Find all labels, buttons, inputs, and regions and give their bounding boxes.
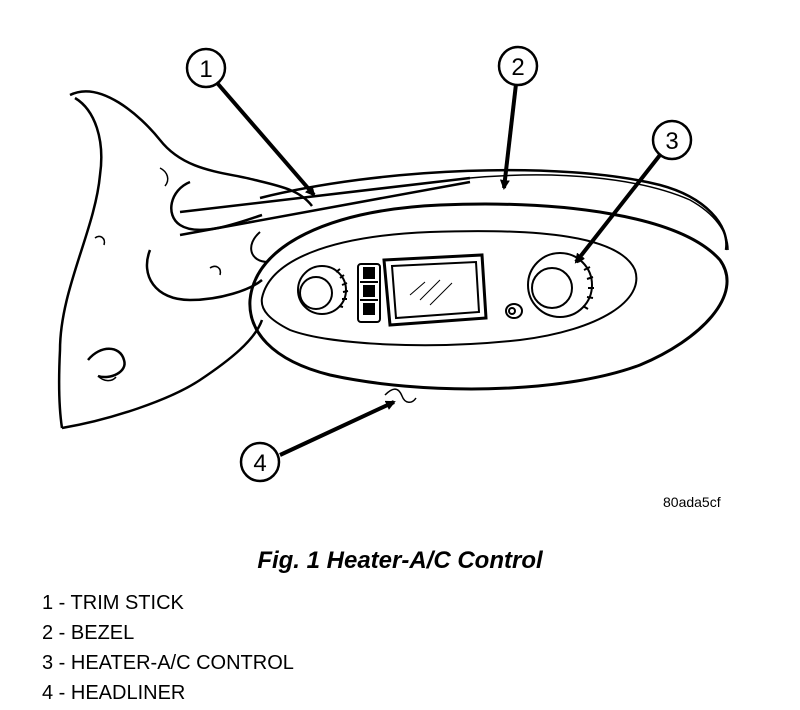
callout-4: 4 bbox=[241, 402, 394, 481]
push-buttons bbox=[358, 264, 380, 322]
legend-item: 2 - BEZEL bbox=[42, 618, 294, 648]
callout-2: 2 bbox=[499, 47, 537, 188]
left-control-knob bbox=[298, 266, 348, 314]
display-window bbox=[384, 255, 486, 325]
callout-3: 3 bbox=[576, 121, 691, 262]
hand bbox=[59, 91, 312, 428]
heater-ac-control-illustration: 1 2 3 4 bbox=[0, 0, 800, 520]
legend-item: 1 - TRIM STICK bbox=[42, 588, 294, 618]
callout-number: 1 bbox=[199, 56, 212, 83]
callout-1: 1 bbox=[187, 49, 314, 195]
image-reference-code: 80ada5cf bbox=[663, 494, 721, 510]
legend-item: 3 - HEATER-A/C CONTROL bbox=[42, 648, 294, 678]
callout-number: 4 bbox=[253, 450, 266, 477]
callout-number: 2 bbox=[511, 54, 524, 81]
figure-caption: Fig. 1 Heater-A/C Control bbox=[0, 547, 800, 575]
legend-item: 4 - HEADLINER bbox=[42, 678, 294, 708]
legend-list: 1 - TRIM STICK 2 - BEZEL 3 - HEATER-A/C … bbox=[42, 588, 294, 708]
heater-ac-control bbox=[298, 253, 594, 325]
callout-number: 3 bbox=[665, 128, 678, 155]
indicator-light bbox=[506, 304, 522, 318]
trim-stick bbox=[180, 178, 470, 262]
right-control-knob bbox=[528, 253, 594, 317]
